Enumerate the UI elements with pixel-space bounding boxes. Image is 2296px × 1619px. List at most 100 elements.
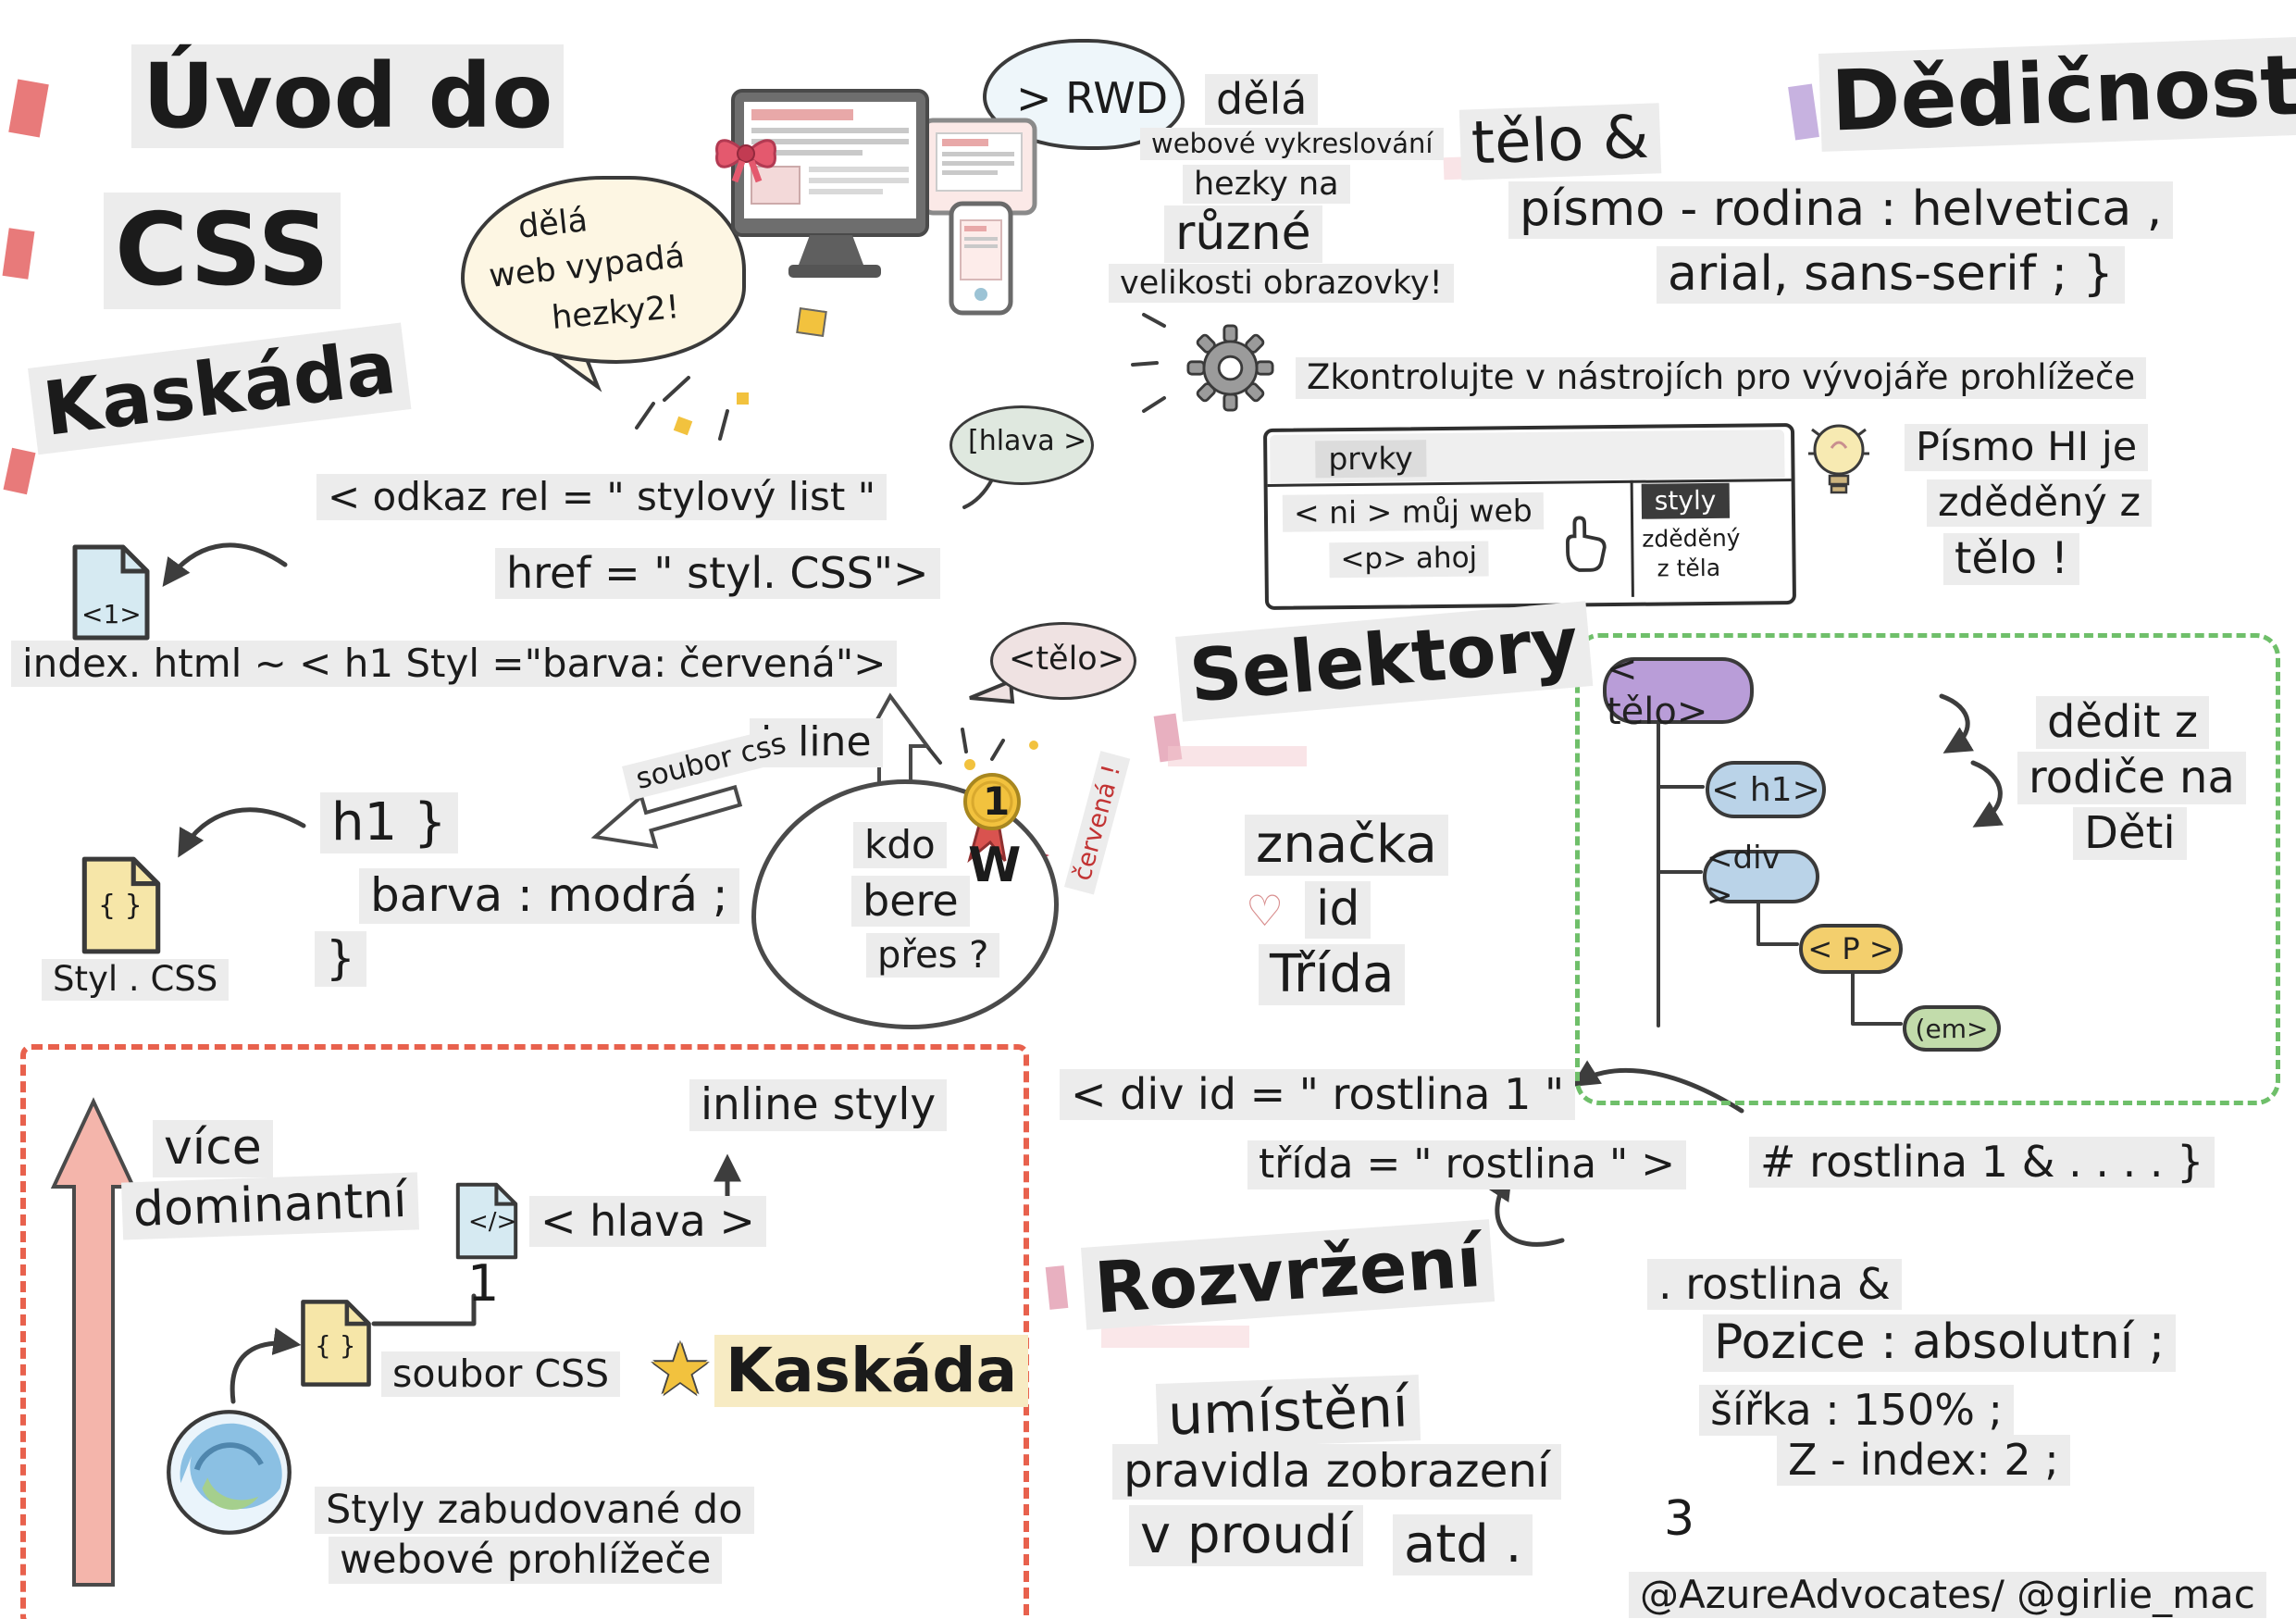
highlight-smudge (1168, 746, 1307, 766)
tree-node-h1: < h1> (1706, 761, 1826, 818)
one-label: 1 (467, 1254, 500, 1313)
css-document-icon (81, 856, 161, 954)
cloud-pres: přes ? (866, 933, 1000, 978)
browser-styles-line2: webové prohlížeče (329, 1537, 723, 1585)
tree-note-3: Děti (2073, 807, 2187, 861)
devtools-note: Zkontrolujte v nástrojích pro vývojáře p… (1296, 357, 2147, 399)
rwd-note-2: webové vykreslování (1140, 128, 1445, 161)
dom-tree-box (1575, 633, 2280, 1105)
cssfile-document-icon (301, 1300, 371, 1387)
html-document-label: <1> (81, 599, 142, 629)
page-title-line2: CSS (104, 193, 341, 310)
yellow-dot (1029, 741, 1038, 750)
css-zindex: Z - index: 2 ; (1777, 1435, 2070, 1486)
heart-icon: ♡ (1246, 886, 1285, 936)
monitor-icon (731, 89, 929, 278)
medal-icon (963, 773, 1021, 864)
css-h1-line: h1 } (320, 792, 458, 854)
css-pozice: Pozice : absolutní ; (1703, 1314, 2177, 1372)
arrow-idrule-to-divline (1570, 1060, 1744, 1114)
hlava-bubble (949, 405, 1094, 485)
devtools-panel: prvky < ni > můj web <p> ahoj styly zděd… (1262, 422, 1797, 610)
tree-node-div-label: <div > (1706, 840, 1781, 914)
dedicnost-telo: tělo & (1458, 103, 1661, 181)
cssfile-document-label: { } (315, 1330, 356, 1361)
rwd-note-4: různé (1164, 205, 1322, 263)
phone-icon (949, 201, 1013, 316)
star-icon: ★ (648, 1328, 713, 1412)
kaskada-cascade-label: Kaskáda (714, 1335, 1029, 1407)
tree-node-p-label: < P > (1807, 931, 1894, 966)
rwd-note-5: velikosti obrazovky! (1109, 264, 1454, 304)
heading-dedicnost: Dědičnost (1818, 36, 2296, 152)
tree-node-h1-label: < h1> (1711, 770, 1820, 809)
page-title-line1: Úvod do (131, 44, 565, 149)
sparkle (1131, 361, 1159, 367)
rwd-cloud-label: > RWD (1016, 73, 1169, 123)
css-document-label: { } (98, 890, 143, 922)
devices-illustration (715, 89, 1037, 316)
speech-bubble-makes-web-pretty (461, 176, 746, 364)
class-rule: . rostlina & (1647, 1259, 1902, 1310)
telo-bubble-tail (969, 679, 1015, 704)
arrow-link-to-htmldoc (162, 542, 288, 588)
devtools-styles-badge[interactable]: styly (1641, 482, 1730, 519)
sparkle (1142, 396, 1166, 413)
tree-note-1: dědit z (2036, 696, 2210, 750)
tree-node-div: <div > (1703, 840, 1819, 914)
tree-node-em-label: (em> (1915, 1013, 1989, 1044)
rozvrzeni-umisteni: umístění (1155, 1375, 1421, 1450)
id-rule: # rostlina 1 & . . . . } (1749, 1137, 2215, 1188)
lightbulb-icon (1808, 424, 1869, 494)
arrow-class-to-tridaline (1485, 1171, 1565, 1247)
scribble-3: 3 (1664, 1491, 1695, 1547)
arrow-more-dominant (50, 1097, 137, 1587)
vice-label: více (153, 1120, 273, 1177)
highlight-smudge (1101, 1326, 1249, 1348)
arrow-souborcss-left (590, 784, 743, 849)
rwd-note-3: hezky na (1183, 165, 1350, 205)
cascade-priority-box (20, 1044, 1029, 1619)
arrow-browser-to-cssdoc (230, 1327, 302, 1404)
rozvrzeni-vproudi: v proudí (1129, 1505, 1364, 1567)
bulb-tip-line2: zděděný z (1927, 479, 2153, 528)
inline-styly-label: inline styly (689, 1079, 948, 1132)
sparkle (663, 376, 690, 402)
styl-css-filename: Styl . CSS (42, 959, 230, 1001)
bulb-tip-line1: Písmo HI je (1905, 424, 2149, 472)
gear-icon (1186, 324, 1274, 412)
tree-node-body-label: < tělo> (1607, 648, 1708, 733)
sparkle (990, 739, 1005, 761)
telo-bubble-label: <tělo> (1009, 641, 1125, 678)
css-sirka: šířka : 150% ; (1699, 1385, 2015, 1436)
selektory-znacka: značka (1245, 815, 1448, 877)
cloud-kdo: kdo (853, 822, 947, 869)
hand-pointer-icon (1566, 516, 1607, 572)
tree-node-p: < P > (1799, 924, 1903, 974)
soubor-css-file-label: soubor CSS (381, 1351, 621, 1398)
line-cssdoc-to-one (371, 1293, 477, 1326)
rwd-note-1: dělá (1205, 74, 1319, 125)
rozvrzeni-atd: atd . (1393, 1514, 1533, 1576)
head-document-icon (455, 1182, 518, 1260)
trida-line: třída = " rostlina " > (1247, 1140, 1687, 1189)
bow-icon (715, 139, 776, 183)
credit-handle: @AzureAdvocates/ @girlie_mac (1629, 1572, 2266, 1619)
head-document-label: </> (468, 1208, 517, 1236)
browser-styles-line1: Styly zabudované do (315, 1487, 754, 1535)
arrow-h1-to-cssdoc (178, 807, 306, 858)
hlava-label: < hlava > (529, 1196, 766, 1247)
tree-node-body: < tělo> (1603, 648, 1754, 733)
sparkle (635, 402, 655, 430)
telo-bubble (990, 622, 1136, 700)
devtools-row-paragraph[interactable]: <p> ahoj (1329, 541, 1489, 578)
medal-number: 1 (983, 778, 1011, 824)
yellow-dot (964, 759, 975, 770)
sparkle (718, 409, 729, 441)
link-rel-line: < odkaz rel = " stylový list " (316, 474, 887, 521)
devtools-tab-elements[interactable]: prvky (1315, 440, 1427, 479)
yellow-dot (737, 392, 749, 405)
devtools-row-element[interactable]: < ni > můj web (1282, 492, 1544, 532)
arrow-inherit-2 (1970, 760, 2004, 828)
